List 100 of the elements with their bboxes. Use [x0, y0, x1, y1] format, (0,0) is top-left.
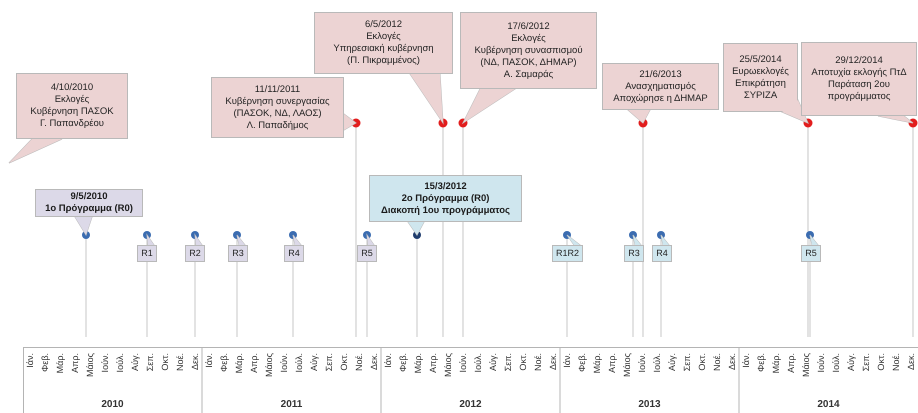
month-label: Μάιος [443, 353, 454, 378]
review-callout [228, 235, 248, 262]
event-date: 17/6/2012 [507, 20, 550, 32]
program-text: 2ο Πρόγραμμα (R0) [402, 192, 490, 204]
month-label: Απρ. [786, 353, 796, 373]
review-callout [624, 235, 644, 262]
month-label: Απρ. [607, 353, 618, 373]
event-text: Γ. Παπανδρέου [40, 118, 104, 130]
month-label: Σεπ. [144, 353, 155, 372]
event-text: Υπηρεσιακή κυβέρνηση [333, 43, 434, 55]
month-label: Αύγ. [488, 353, 498, 371]
month-label: Απρ. [249, 353, 260, 373]
year-label: 2011 [280, 399, 302, 410]
event-text: Ευρωεκλογές [732, 66, 789, 78]
month-label: Οκτ. [338, 353, 349, 371]
callout-bubble [9, 73, 128, 163]
review-label: R4 [656, 248, 668, 259]
review-label: R2 [189, 248, 201, 259]
month-label: Μάιος [264, 353, 274, 378]
callout-bubble [35, 189, 143, 235]
month-label: Μάιος [622, 353, 632, 378]
event-text: Επικράτηση [735, 78, 786, 90]
program-text: Διακοπή 1ου προγράμματος [381, 204, 510, 216]
month-label: Δεκ. [368, 353, 379, 370]
review-callout [652, 235, 672, 262]
month-label: Ιούλ. [472, 353, 483, 372]
event-date: 6/5/2012 [365, 19, 402, 31]
month-label: Ιάν. [562, 353, 572, 368]
month-label: Μάρ. [413, 353, 424, 374]
review-callout [185, 235, 205, 262]
month-label: Οκτ. [876, 353, 886, 371]
month-label: Ιούν. [637, 353, 648, 372]
month-label: Οκτ. [696, 353, 707, 371]
month-label: Νοέ. [532, 353, 543, 372]
year-label: 2010 [101, 399, 124, 410]
month-label: Νοέ. [354, 353, 364, 372]
month-label: Μάρ. [592, 353, 602, 374]
month-label: Ιάν. [25, 353, 36, 368]
event-text: Εκλογές [54, 94, 90, 106]
review-callout [357, 235, 377, 262]
event-date: 29/12/2014 [835, 55, 883, 67]
month-label: Νοέ. [174, 353, 185, 372]
month-label: Αύγ. [308, 353, 319, 371]
review-callout [284, 235, 304, 262]
month-label: Απρ. [428, 353, 438, 373]
review-label: R3 [628, 248, 640, 259]
event-text: Ανασχηματισμός [625, 80, 696, 92]
event-text: Εκλογές [366, 31, 401, 43]
event-text: Κυβέρνηση συνασπισμού [474, 44, 583, 56]
event-text: (ΝΔ, ΠΑΣΟΚ, ΔΗΜΑΡ) [480, 56, 577, 68]
month-label: Ιούλ. [294, 353, 304, 372]
review-label: R3 [232, 248, 244, 259]
year-label: 2014 [817, 399, 840, 410]
month-label: Σεπ. [324, 353, 334, 372]
month-label: Φεβ. [577, 353, 588, 372]
month-label: Μάρ. [234, 353, 244, 374]
month-label: Μάρ. [55, 353, 66, 374]
year-label: 2012 [459, 399, 482, 410]
event-date: 21/6/2013 [639, 68, 682, 80]
month-label: Δεκ. [906, 353, 916, 370]
event-text: Κυβέρνηση ΠΑΣΟΚ [30, 106, 114, 118]
month-label: Δεκ. [726, 353, 737, 370]
month-label: Ιούν. [458, 353, 468, 372]
review-label: R1R2 [556, 248, 579, 259]
event-text: (Π. Πικραμμένος) [347, 55, 420, 67]
month-label: Μάρ. [771, 353, 782, 374]
month-label: Ιούν. [816, 353, 826, 372]
month-label: Ιούλ. [652, 353, 662, 372]
month-label: Νοέ. [712, 353, 722, 372]
review-label: R5 [361, 248, 373, 259]
event-date: 15/3/2012 [424, 180, 467, 192]
event-text: Αποχώρησε η ΔΗΜΑΡ [613, 92, 708, 104]
month-label: Ιούν. [279, 353, 290, 372]
event-text: Α. Σαμαράς [504, 68, 554, 80]
month-label: Ιούν. [100, 353, 110, 372]
program-text: 1ο Πρόγραμμα (R0) [45, 203, 133, 215]
month-label: Αύγ. [130, 353, 140, 371]
month-label: Ιάν. [383, 353, 394, 368]
review-callout [137, 235, 157, 262]
month-label: Δεκ. [548, 353, 558, 370]
month-label: Δεκ. [190, 353, 200, 370]
callout-bubble [369, 175, 522, 235]
event-text: Παράταση 2ου προγράμματος [826, 79, 892, 103]
review-label: R5 [805, 248, 817, 259]
month-label: Φεβ. [40, 353, 50, 372]
month-label: Σεπ. [502, 353, 513, 372]
month-label: Ιάν. [204, 353, 214, 368]
event-date: 4/10/2010 [50, 82, 94, 94]
month-label: Φεβ. [756, 353, 766, 372]
event-date: 25/5/2014 [739, 54, 782, 66]
event-text: Εκλογές [511, 32, 546, 44]
month-label: Αύγ. [666, 353, 677, 371]
callout-bubble [602, 63, 719, 123]
review-label: R1 [141, 248, 153, 259]
month-label: Ιούλ. [114, 353, 125, 372]
month-label: Οκτ. [160, 353, 170, 371]
month-label: Μάιος [801, 353, 812, 378]
month-label: Ιάν. [741, 353, 752, 368]
review-callout [801, 235, 821, 262]
month-label: Φεβ. [398, 353, 408, 372]
